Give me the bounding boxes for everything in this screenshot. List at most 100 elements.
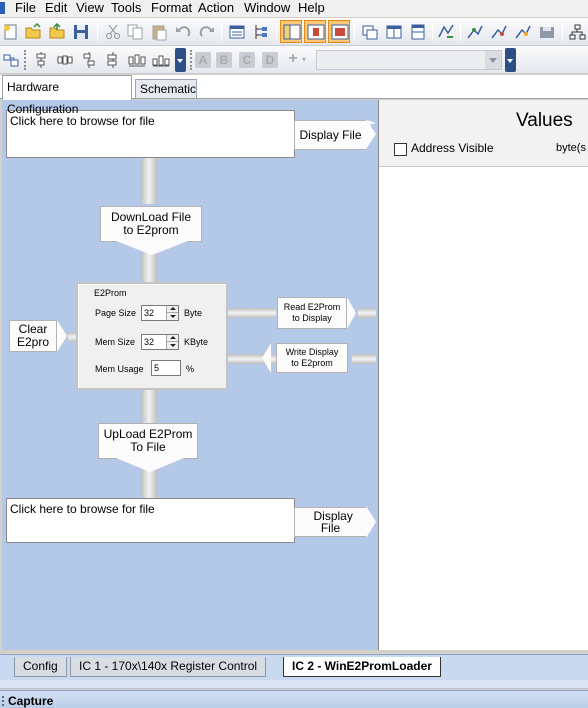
mem-usage-field: 5 [151, 360, 181, 376]
write-button-label: Write Display to E2prom [285, 347, 339, 368]
arrow-tip [366, 506, 376, 538]
menu-window[interactable]: Window [244, 0, 291, 15]
network-icon[interactable] [568, 23, 586, 41]
view-layout-2-icon[interactable] [304, 20, 326, 43]
spin-up-icon[interactable] [166, 335, 178, 342]
open-file-icon[interactable] [48, 23, 66, 41]
link-2-icon[interactable] [490, 23, 508, 41]
menu-file[interactable]: File [15, 0, 36, 15]
align-top-icon[interactable] [32, 51, 50, 69]
cut-icon[interactable] [104, 23, 122, 41]
download-file-to-e2prom-button[interactable]: DownLoad File to E2prom [100, 206, 202, 242]
menu-help[interactable]: Help [298, 0, 325, 15]
capture-label: Capture [8, 694, 54, 708]
spin-down-icon[interactable] [166, 313, 178, 320]
top-display-file-label: Display File [299, 127, 362, 142]
write-display-to-e2prom-button[interactable]: Write Display to E2prom [276, 343, 348, 373]
menu-action[interactable]: Action [198, 0, 235, 15]
redo-icon[interactable] [198, 23, 216, 41]
address-visible-label: Address Visible [411, 141, 494, 155]
connector-pipe [228, 354, 276, 364]
compile-icon[interactable] [437, 23, 455, 41]
split-vertical-icon[interactable] [409, 23, 427, 41]
arrow-tip [116, 241, 188, 255]
tab-schematic[interactable]: Schematic [135, 79, 197, 98]
page-size-spinner[interactable]: 32 [141, 305, 179, 321]
connector-pipe [228, 308, 276, 318]
toolbar-separator [562, 23, 563, 41]
clear-e2prom-button[interactable]: Clear E2pro [9, 320, 57, 352]
connector-pipe [141, 158, 157, 204]
spin-down-icon[interactable] [166, 342, 178, 349]
format-button-c[interactable]: C [239, 52, 255, 68]
new-file-icon[interactable] [2, 23, 20, 41]
view-layout-1-icon[interactable] [280, 20, 302, 43]
connector-pipe [141, 248, 157, 282]
standard-toolbar [0, 18, 588, 46]
split-horizontal-icon[interactable] [385, 23, 403, 41]
toolbar-overflow-button[interactable] [175, 48, 186, 72]
menu-format[interactable]: Format [151, 0, 193, 15]
format-button-b[interactable]: B [216, 52, 232, 68]
tab-hardware-configuration[interactable]: Hardware Configuration [2, 75, 132, 116]
link-3-icon[interactable] [514, 23, 532, 41]
spin-up-icon[interactable] [166, 306, 178, 313]
toolbar-grip[interactable] [24, 50, 27, 70]
upload-e2prom-to-file-button[interactable]: UpLoad E2Prom To File [98, 423, 198, 459]
bottom-display-file-button[interactable]: Display File [294, 507, 366, 537]
properties-icon[interactable] [228, 23, 246, 41]
document-tab-strip: Hardware Configuration Schematic [0, 75, 588, 116]
arrow-tip [57, 320, 67, 352]
tree-icon[interactable] [252, 23, 270, 41]
align-middle-icon[interactable] [56, 51, 74, 69]
align-right-icon[interactable] [104, 51, 122, 69]
format-combo[interactable] [316, 50, 502, 70]
top-file-browse-field[interactable]: Click here to browse for file [6, 110, 295, 158]
align-bottom-icon[interactable] [80, 51, 98, 69]
view-layout-3-icon[interactable] [328, 20, 350, 43]
copy-icon[interactable] [126, 23, 144, 41]
read-e2prom-to-display-button[interactable]: Read E2Prom to Display [277, 297, 347, 329]
arrow-tip [262, 343, 271, 373]
mem-size-value: 32 [144, 337, 155, 347]
menu-edit[interactable]: Edit [45, 0, 68, 15]
top-display-file-button[interactable]: Display File [294, 120, 376, 150]
combo-dropdown-icon[interactable] [485, 51, 501, 69]
add-dropdown-icon[interactable]: ▾ [302, 55, 307, 64]
page-size-label: Page Size [95, 308, 137, 318]
menu-tools[interactable]: Tools [111, 0, 142, 15]
add-button[interactable]: + [288, 50, 298, 67]
menu-view[interactable]: View [76, 0, 104, 15]
copy-window-icon[interactable] [361, 23, 379, 41]
save-icon[interactable] [72, 23, 90, 41]
values-grid[interactable] [379, 166, 588, 650]
distribute-h-icon[interactable] [128, 51, 146, 69]
distribute-v-icon[interactable] [152, 51, 170, 69]
tab-config[interactable]: Config [14, 657, 67, 677]
connector-pipe [358, 308, 376, 318]
values-title: Values [516, 110, 573, 131]
undo-icon[interactable] [174, 23, 192, 41]
connector-pipe [141, 390, 157, 424]
grid-snap-icon[interactable] [2, 51, 20, 69]
values-header [379, 100, 588, 166]
format-button-d[interactable]: D [262, 52, 278, 68]
toolbar-grip[interactable] [190, 50, 193, 70]
arrow-tip [347, 297, 356, 329]
arrow-tip [116, 458, 184, 472]
read-button-label: Read E2Prom to Display [283, 302, 341, 323]
link-1-icon[interactable] [466, 23, 484, 41]
tab-ic2-wine2promloader[interactable]: IC 2 - WinE2PromLoader [283, 657, 441, 677]
address-visible-checkbox[interactable] [394, 143, 407, 156]
mem-size-spinner[interactable]: 32 [141, 334, 179, 350]
tab-ic1-register-control[interactable]: IC 1 - 170x\140x Register Control [70, 657, 267, 677]
mem-usage-unit: % [186, 364, 195, 374]
paste-icon[interactable] [150, 23, 168, 41]
app-icon[interactable] [0, 2, 5, 14]
toolbar-overflow-button[interactable] [505, 48, 516, 72]
format-button-a[interactable]: A [195, 52, 211, 68]
open-folder-icon[interactable] [24, 23, 42, 41]
download-icon[interactable] [538, 23, 556, 41]
bottom-file-browse-field[interactable]: Click here to browse for file [6, 498, 295, 543]
panel-grip-icon[interactable] [2, 696, 4, 706]
